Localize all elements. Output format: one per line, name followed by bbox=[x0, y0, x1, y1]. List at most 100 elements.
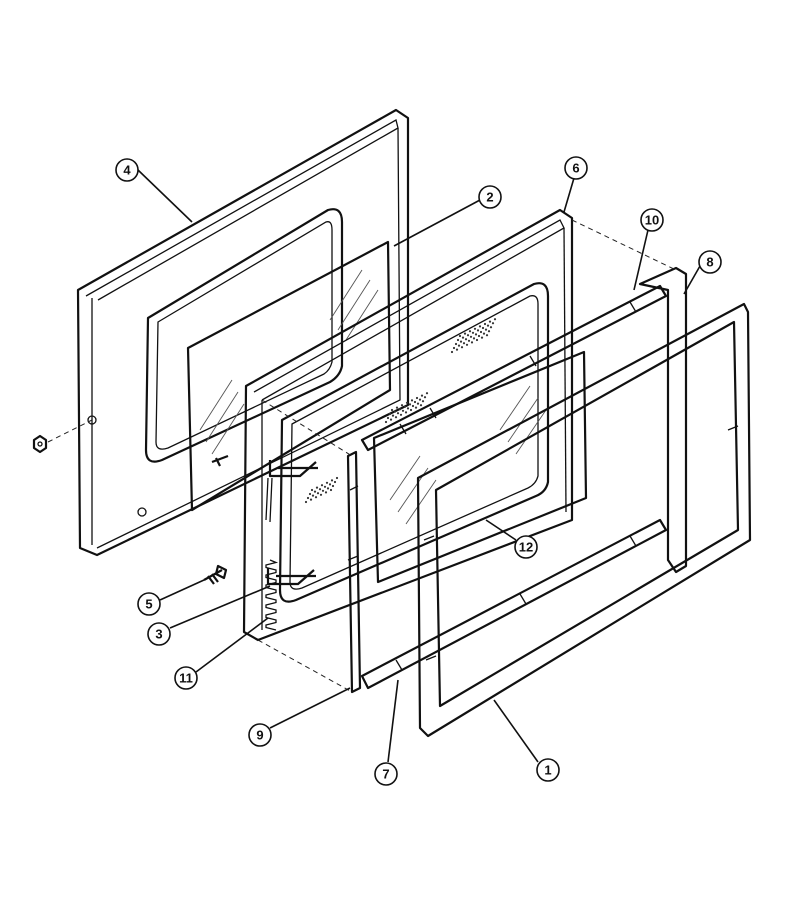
door-hinge-upper bbox=[265, 460, 318, 523]
glass-hatch-line bbox=[199, 379, 233, 431]
glass-hatch-line bbox=[507, 397, 539, 443]
perforation-dot bbox=[313, 490, 317, 493]
perforation-dot bbox=[465, 343, 469, 346]
assembly-lines bbox=[47, 219, 677, 693]
perforation-dot bbox=[450, 350, 454, 354]
perforation-dot bbox=[384, 420, 388, 424]
svg-text:11: 11 bbox=[179, 671, 193, 686]
perforation-dot bbox=[316, 492, 320, 495]
perforation-dot bbox=[330, 479, 334, 482]
perforation-dot bbox=[389, 418, 393, 421]
perforation-dot bbox=[405, 401, 409, 404]
glass-hatch-line bbox=[345, 289, 379, 341]
perforation-dot bbox=[473, 327, 477, 330]
perforation-dot bbox=[329, 488, 333, 492]
side-channel bbox=[346, 450, 362, 694]
glass-hatch-line bbox=[389, 455, 421, 501]
perforation-dot bbox=[457, 344, 461, 347]
perforation-dot bbox=[309, 498, 313, 501]
perforation-dot bbox=[306, 496, 310, 500]
perforation-dot bbox=[463, 332, 467, 335]
perforation-dot bbox=[304, 500, 308, 504]
perforation-dot bbox=[468, 330, 472, 333]
perforation-dot bbox=[456, 338, 460, 342]
perforation-dot bbox=[491, 322, 495, 325]
callout-6: 6 bbox=[564, 156, 588, 180]
glass-hatch-line bbox=[405, 479, 437, 525]
perforation-dot bbox=[488, 320, 492, 323]
svg-text:6: 6 bbox=[572, 161, 579, 176]
svg-text:5: 5 bbox=[145, 597, 152, 612]
perforation-dot bbox=[324, 491, 328, 494]
perforation-dot bbox=[318, 488, 322, 491]
perforation-dot bbox=[388, 412, 392, 416]
perforation-dot bbox=[320, 484, 324, 487]
callout-9: 9 bbox=[248, 723, 272, 747]
perforation-dot bbox=[467, 339, 471, 342]
svg-text:12: 12 bbox=[519, 540, 533, 555]
perforation-dot bbox=[403, 405, 407, 408]
perforation-dot bbox=[396, 412, 400, 415]
glass-hatch-line bbox=[337, 279, 371, 331]
perforation-dot bbox=[308, 492, 312, 496]
perforation-dot bbox=[394, 416, 398, 419]
perforation-dot bbox=[326, 487, 330, 490]
perforation-dot bbox=[331, 484, 335, 488]
perforation-dot bbox=[413, 400, 417, 404]
perforation-dot bbox=[469, 335, 473, 338]
perforation-dot bbox=[485, 334, 489, 337]
perforation-dot bbox=[414, 406, 418, 409]
perforation-dot bbox=[459, 340, 463, 343]
svg-text:4: 4 bbox=[123, 163, 131, 178]
callouts: 4 2 6 10 8 12 bbox=[115, 156, 722, 786]
perforation-dot bbox=[315, 486, 319, 489]
perforation-dot bbox=[333, 480, 337, 484]
glass-hatch-line bbox=[211, 403, 245, 455]
svg-text:8: 8 bbox=[706, 255, 713, 270]
glass-hatch-line bbox=[515, 409, 547, 455]
callout-1: 1 bbox=[536, 758, 560, 782]
perforation-dot bbox=[386, 416, 390, 420]
perforation-dot bbox=[425, 392, 429, 395]
svg-text:3: 3 bbox=[155, 627, 162, 642]
screw-upper bbox=[211, 454, 229, 467]
perforation-dot bbox=[410, 399, 414, 402]
perforation-dot bbox=[409, 408, 413, 412]
inner-glass bbox=[372, 350, 588, 584]
perforation-dot bbox=[471, 331, 475, 334]
perforation-dot bbox=[476, 329, 480, 332]
perforation-dot bbox=[487, 330, 491, 333]
perforation-dot bbox=[454, 342, 458, 346]
callout-7: 7 bbox=[374, 762, 398, 786]
rear-frame bbox=[638, 266, 688, 574]
screw bbox=[203, 564, 228, 585]
perforation-dot bbox=[460, 346, 464, 349]
inner-door-liner bbox=[242, 208, 574, 642]
callout-3: 3 bbox=[147, 622, 171, 646]
perforation-dot bbox=[470, 341, 474, 344]
perforation-dot bbox=[483, 322, 487, 326]
outer-door-panel bbox=[76, 108, 410, 557]
hinge-spring bbox=[265, 559, 279, 631]
svg-text:2: 2 bbox=[486, 190, 493, 205]
perforation-dot bbox=[482, 332, 486, 335]
perforation-dot bbox=[486, 324, 490, 327]
door-glass-panel bbox=[186, 240, 392, 512]
callout-2: 2 bbox=[478, 185, 502, 209]
svg-text:10: 10 bbox=[645, 213, 659, 228]
callout-8: 8 bbox=[698, 250, 722, 274]
svg-text:9: 9 bbox=[256, 728, 263, 743]
perforation-dot bbox=[393, 410, 397, 413]
perforation-dot bbox=[404, 411, 408, 414]
perforation-dot bbox=[466, 334, 470, 337]
perforation-dot bbox=[411, 404, 415, 408]
perforation-dot bbox=[480, 336, 484, 339]
perforation-dot bbox=[416, 402, 420, 405]
perforation-dot bbox=[484, 328, 488, 331]
perforation-dot bbox=[421, 400, 425, 403]
hex-nut bbox=[32, 434, 48, 454]
callout-5: 5 bbox=[137, 592, 161, 616]
perforation-dot bbox=[311, 494, 315, 497]
perforation-dot bbox=[395, 406, 399, 409]
